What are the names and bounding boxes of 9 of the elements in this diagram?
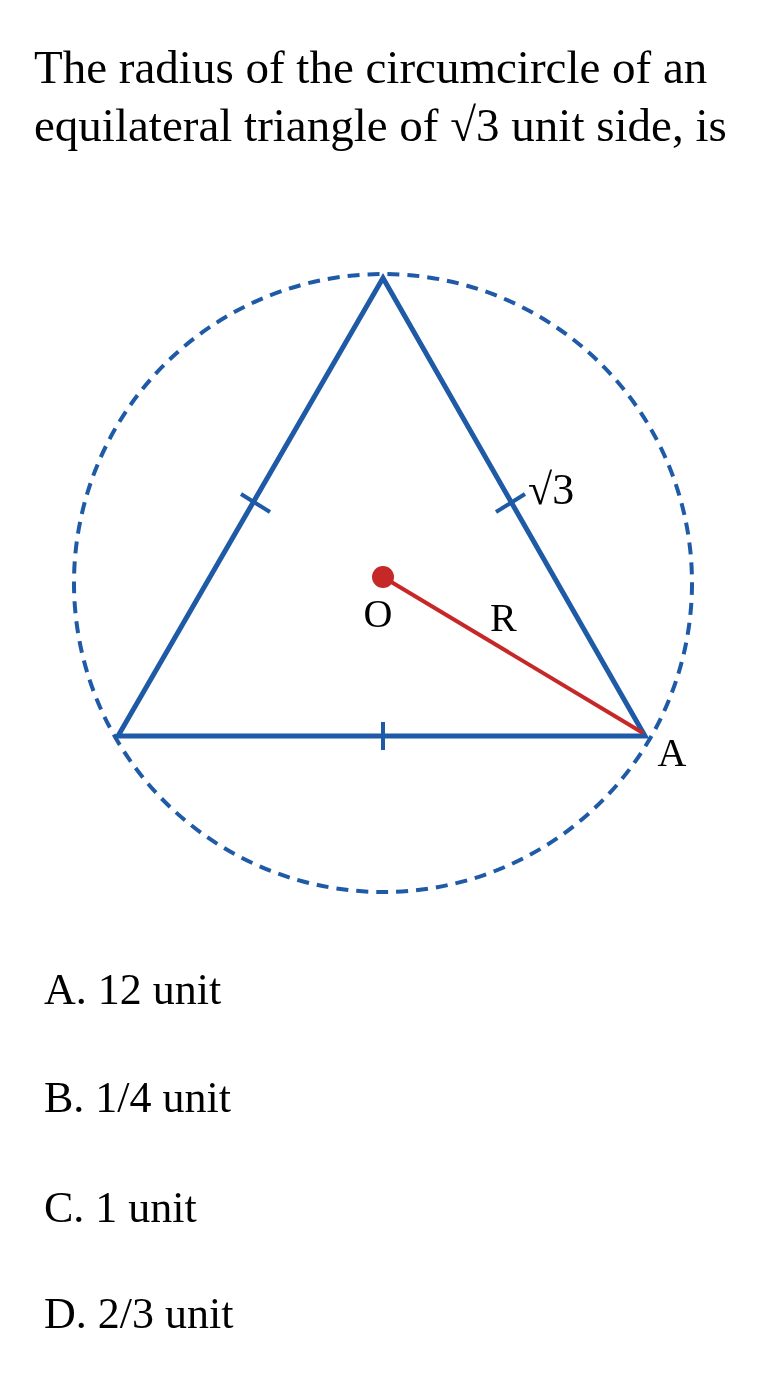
point-label: O xyxy=(358,592,398,636)
side-length-label: √3 xyxy=(528,464,575,516)
answer-option: D. 2/3 unit xyxy=(44,1286,234,1341)
answer-option: A. 12 unit xyxy=(44,962,222,1017)
answer-option: B. 1/4 unit xyxy=(44,1070,232,1125)
point-label: A xyxy=(652,730,692,776)
question-text: The radius of the circumcircle of an equilateral triangle of √3 unit side, is xyxy=(34,40,728,153)
answer-option: C. 1 unit xyxy=(44,1180,197,1235)
edge-label: R xyxy=(490,598,517,638)
